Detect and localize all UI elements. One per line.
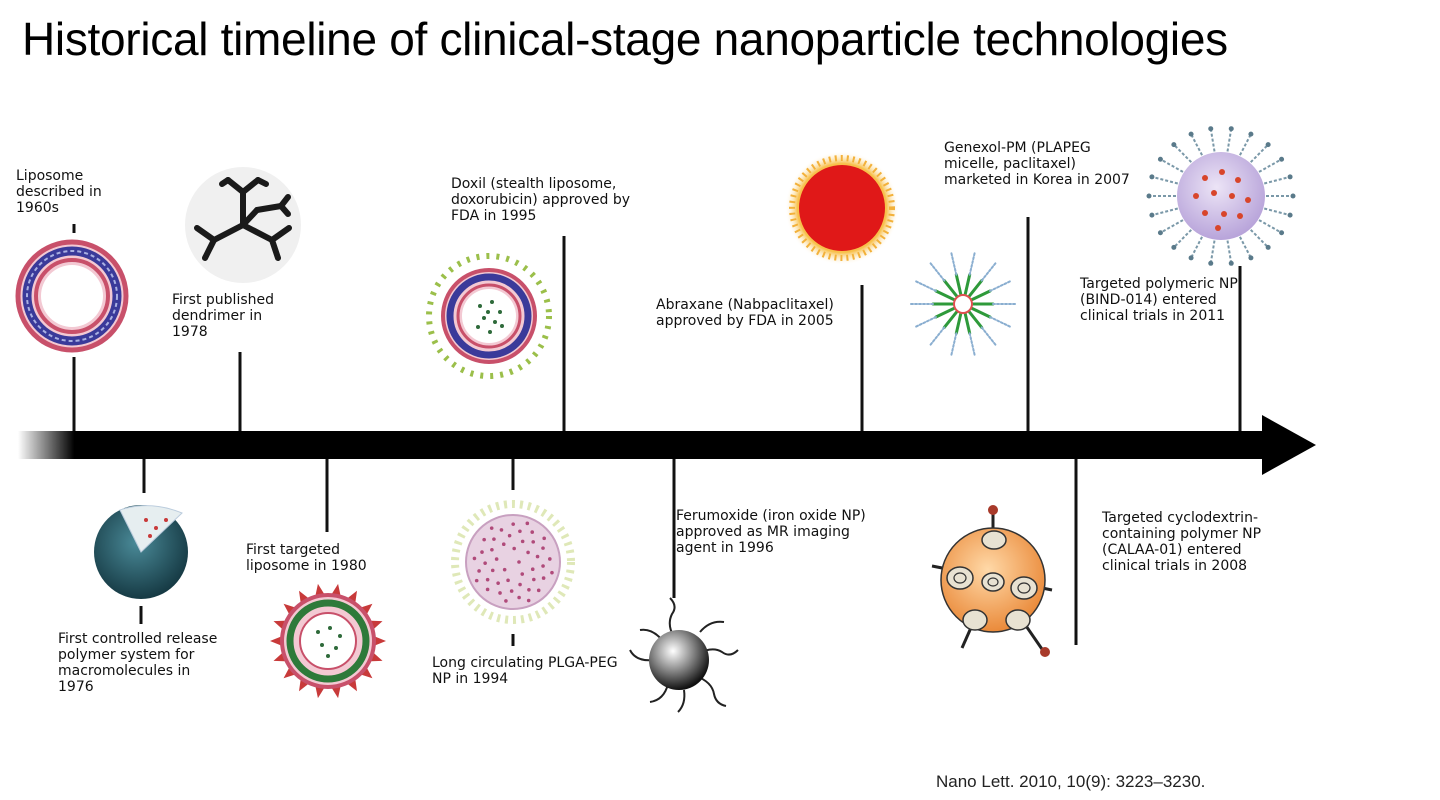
- polymeric-micelle-icon: [910, 252, 1016, 356]
- event-label-plga-peg: Long circulating PLGA-PEG NP in 1994: [432, 655, 618, 687]
- timeline-arrowhead: [1262, 415, 1316, 475]
- targeted-liposome-icon: [270, 583, 386, 699]
- event-label-genexol: Genexol-PM (PLAPEG micelle, paclitaxel) …: [944, 140, 1130, 188]
- dendrimer-icon: [185, 167, 301, 283]
- stealth-liposome-icon: [426, 253, 552, 379]
- short-ticks: [72, 224, 515, 646]
- timeline-axis: [18, 431, 1270, 459]
- page-title: Historical timeline of clinical-stage na…: [22, 13, 1228, 65]
- event-label-abraxane: Abraxane (Nabpaclitaxel) approved by FDA…: [656, 297, 834, 329]
- plga-peg-np-icon: [451, 500, 575, 624]
- event-label-controlled-release: First controlled release polymer system …: [58, 631, 218, 695]
- event-label-targeted-liposome: First targeted liposome in 1980: [246, 542, 367, 574]
- polymer-sphere-icon: [94, 505, 188, 599]
- event-label-liposome: Liposome described in 1960s: [16, 168, 102, 216]
- citation: Nano Lett. 2010, 10(9): 3223–3230.: [936, 772, 1206, 791]
- connector-lines-below: [142, 459, 1078, 645]
- connector-lines-above: [72, 217, 1242, 431]
- event-label-calaa01: Targeted cyclodextrin-containing polymer…: [1102, 510, 1262, 574]
- albumin-nanoparticle-icon: [785, 151, 899, 265]
- event-label-bind014: Targeted polymeric NP (BIND-014) entered…: [1080, 276, 1238, 324]
- targeted-polymeric-np-icon: [1146, 126, 1296, 266]
- event-label-doxil: Doxil (stealth liposome, doxorubicin) ap…: [451, 176, 630, 224]
- liposome-icon: [15, 239, 129, 353]
- iron-oxide-np-icon: [629, 597, 739, 713]
- event-label-ferumoxide: Ferumoxide (iron oxide NP) approved as M…: [676, 508, 866, 556]
- cyclodextrin-np-icon: [931, 505, 1053, 657]
- event-label-dendrimer: First published dendrimer in 1978: [172, 292, 275, 340]
